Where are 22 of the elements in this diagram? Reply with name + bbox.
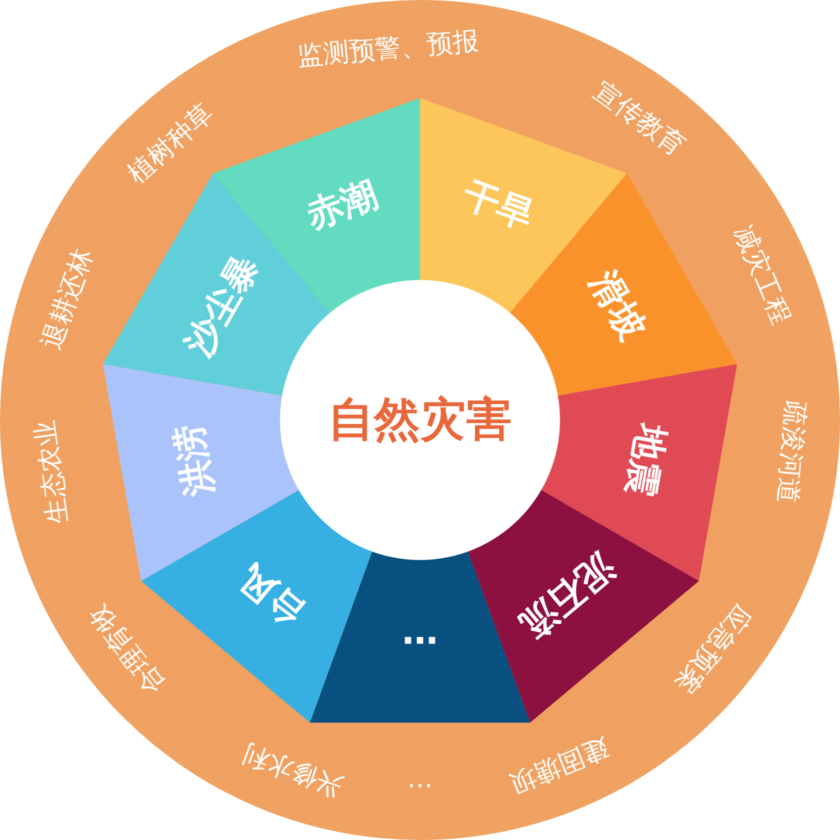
wedge-label: 干旱 xyxy=(458,176,538,235)
ring-label: 植树种草 xyxy=(124,99,218,188)
ring-label: 减灾工程 xyxy=(730,222,795,328)
ring-label: 建固塘坝 xyxy=(506,733,612,796)
wedge-label: 洪涝 xyxy=(171,421,220,498)
wedge-label: 泥石流 xyxy=(514,546,620,644)
wedge-label: 滑坡 xyxy=(584,266,652,346)
wedge-label: … xyxy=(402,630,438,666)
ring-label: 监测预警、预报 xyxy=(296,28,480,70)
wedge-label: 地震 xyxy=(620,421,668,498)
ring-label: 疏浚河道 xyxy=(773,399,808,506)
wedge-label: 赤潮 xyxy=(302,176,382,235)
wedge-label: 沙尘暴 xyxy=(180,250,266,362)
ring-label: 宣传教育 xyxy=(588,78,688,160)
ring-label: 生态农业 xyxy=(32,418,72,526)
wedge-label: 台风 xyxy=(234,558,313,632)
ring-label: … xyxy=(407,779,433,805)
center-label: 自然灾害 xyxy=(328,391,512,448)
ring-label: 合理育牧 xyxy=(84,600,170,698)
ring-label: 退耕还林 xyxy=(39,245,98,352)
ring-label: 兴修水利 xyxy=(239,740,346,800)
ring-label: 应急预案 xyxy=(670,600,756,698)
